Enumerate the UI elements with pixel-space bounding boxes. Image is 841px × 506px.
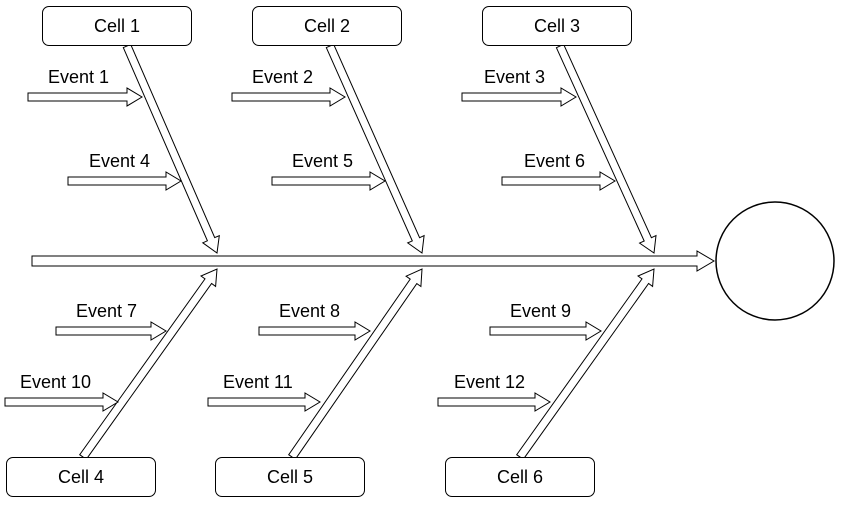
event-label-4: Event 4 [89,151,151,171]
bone-arrow-3 [555,43,657,254]
event-arrow-1 [27,87,143,107]
cell-box-1: Cell 1 [42,6,192,46]
event-label-2: Event 2 [252,67,314,87]
event-arrow-11 [489,321,602,341]
event-arrow-5 [461,87,577,107]
spine-arrow [31,250,715,272]
event-arrow-12 [437,392,551,412]
event-arrow-9 [258,321,371,341]
event-label-8: Event 8 [279,301,341,321]
cell-box-5: Cell 5 [215,457,365,497]
bone-arrow-2 [325,43,425,254]
event-arrow-3 [231,87,346,107]
bone-arrow-4 [78,268,218,460]
effect-circle [715,201,835,321]
event-arrows [4,87,616,412]
bone-arrow-1 [122,43,220,254]
event-arrow-8 [4,392,119,412]
event-label-7: Event 7 [76,301,138,321]
event-label-11: Event 11 [223,372,293,392]
event-label-9: Event 9 [510,301,572,321]
event-label-3: Event 3 [484,67,546,87]
event-label-12: Event 12 [454,372,526,392]
event-arrow-6 [501,171,616,191]
event-label-1: Event 1 [48,67,110,87]
event-label-6: Event 6 [524,151,586,171]
event-label-5: Event 5 [292,151,354,171]
cell-box-3: Cell 3 [482,6,632,46]
cell-box-6: Cell 6 [445,457,595,497]
bone-arrow-5 [288,268,423,460]
cell-box-2: Cell 2 [252,6,402,46]
bone-arrows [78,43,657,460]
event-label-10: Event 10 [20,372,92,392]
event-arrow-2 [67,171,182,191]
bone-arrow-6 [515,268,655,460]
cell-box-4: Cell 4 [6,457,156,497]
event-arrow-4 [271,171,386,191]
event-arrow-7 [55,321,167,341]
event-arrow-10 [207,392,321,412]
